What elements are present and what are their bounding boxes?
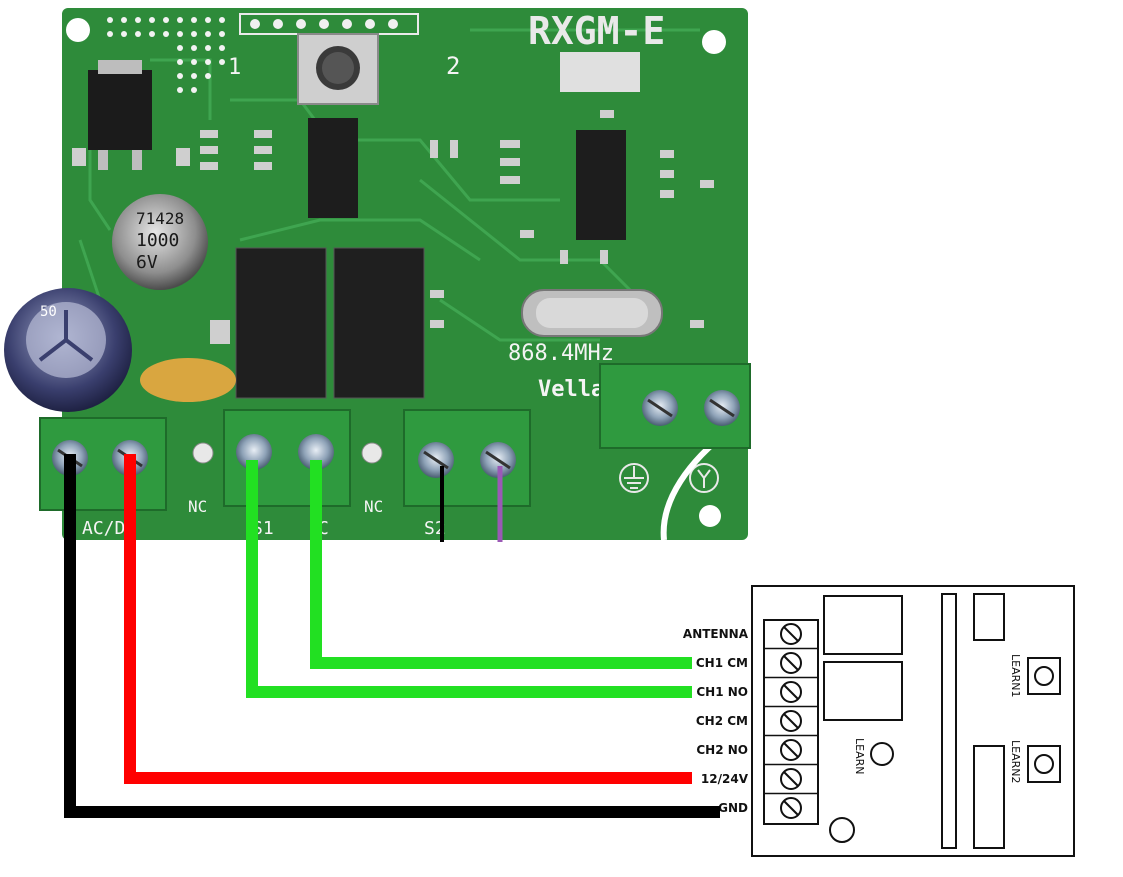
terminal-screw-slot <box>783 655 799 671</box>
learn2-button-frame <box>1027 745 1061 783</box>
via-grid <box>107 17 225 93</box>
label-ch2-no: CH2 NO <box>696 743 748 757</box>
pcb-frequency-label: 868.4MHz <box>508 341 614 366</box>
terminal-screw-icon <box>780 681 802 703</box>
screw-icon <box>298 434 334 470</box>
label-12-24v: 12/24V <box>701 772 749 786</box>
mount-hole-nc-right <box>361 442 383 464</box>
learn1-button-icon <box>1034 666 1054 686</box>
cap-small-value: 1000 <box>136 230 179 251</box>
receiver-module: LEARN LEARN1 LEARN2 <box>751 585 1075 857</box>
terminal-screw-slot <box>783 713 799 729</box>
pcb-brand-label: Vella <box>538 377 604 402</box>
relay-ch2 <box>333 247 425 399</box>
terminal-block-s2 <box>403 409 531 507</box>
label-ch1-no: CH1 NO <box>696 685 748 699</box>
learn-button-icon <box>870 742 894 766</box>
terminal-screw-icon <box>780 652 802 674</box>
silk-one: 1 <box>228 55 241 80</box>
terminal-screw-slot <box>783 684 799 700</box>
wire-gnd <box>64 454 720 818</box>
receiver-hole-icon <box>829 817 855 843</box>
capacitor-small: 71428 1000 6V <box>112 194 208 290</box>
mount-hole-tr <box>702 30 726 54</box>
screw-icon <box>236 434 272 470</box>
learn1-button-frame <box>1027 657 1061 695</box>
label-ch2-cm: CH2 CM <box>696 714 748 728</box>
voltage-regulator <box>88 60 152 170</box>
mount-hole-br <box>699 505 721 527</box>
receiver-component-top <box>973 593 1005 641</box>
terminal-block-s1 <box>223 409 351 507</box>
terminal-screw-slot <box>783 626 799 642</box>
ic-chip-left <box>308 118 358 218</box>
capacitor-large: 50 <box>4 288 132 412</box>
antenna-symbol <box>689 463 719 493</box>
terminal-screw-slot <box>783 800 799 816</box>
learn-label: LEARN <box>853 738 866 774</box>
pcb-board: 71428 1000 6V 50 RXGM-E 868.4MHz Vella 1… <box>4 8 751 541</box>
silk-nc-left: NC <box>188 497 207 516</box>
terminal-screw-icon <box>780 739 802 761</box>
cap-small-code: 71428 <box>136 209 184 228</box>
learn-push-button <box>297 33 379 105</box>
receiver-component-bottom <box>973 745 1005 849</box>
mount-hole-nc-left <box>192 442 214 464</box>
silk-c: C <box>318 518 329 539</box>
silk-power: AC/DC <box>82 518 136 539</box>
terminal-screw-icon <box>780 710 802 732</box>
label-antenna: ANTENNA <box>683 627 749 641</box>
silk-nc-right: NC <box>364 497 383 516</box>
wire-12-24v <box>124 454 692 784</box>
terminal-block-power <box>39 417 167 511</box>
pcb-model-label: RXGM-E <box>528 9 665 53</box>
silk-two: 2 <box>446 52 460 80</box>
receiver-relay-1 <box>823 595 903 655</box>
mount-hole-tl <box>66 18 90 42</box>
ic-chip-right <box>576 130 626 240</box>
smd-components <box>72 110 714 344</box>
terminal-screw-icon <box>780 768 802 790</box>
label-ch1-cm: CH1 CM <box>696 656 748 670</box>
cap-small-voltage: 6V <box>136 252 158 273</box>
receiver-terminal-strip <box>763 619 819 825</box>
receiver-terminals <box>764 623 818 819</box>
receiver-strip <box>941 593 957 849</box>
terminal-screw-slot <box>783 771 799 787</box>
label-gnd: GND <box>718 801 748 815</box>
receiver-outline <box>751 585 1075 857</box>
terminal-block-antenna <box>599 363 751 449</box>
terminal-screw-icon <box>780 797 802 819</box>
pin-header <box>239 13 419 35</box>
receiver-relay-2 <box>823 661 903 721</box>
learn1-label: LEARN1 <box>1009 654 1022 697</box>
ground-symbol <box>619 463 649 493</box>
crystal-oscillator <box>521 289 663 337</box>
ceramic-capacitor <box>140 358 236 402</box>
wire-ch1-cm <box>310 460 692 669</box>
cap-large-label: 50 <box>40 304 57 320</box>
saw-filter <box>560 52 640 92</box>
terminal-screw-icon <box>780 623 802 645</box>
learn2-button-icon <box>1034 754 1054 774</box>
terminal-screw-slot <box>783 742 799 758</box>
wire-ch1-no <box>246 460 692 698</box>
wires <box>64 454 720 818</box>
learn2-label: LEARN2 <box>1009 740 1022 783</box>
relay-ch1 <box>235 247 327 399</box>
receiver-terminal-labels: ANTENNA CH1 CM CH1 NO CH2 CM CH2 NO 12/2… <box>683 627 749 815</box>
